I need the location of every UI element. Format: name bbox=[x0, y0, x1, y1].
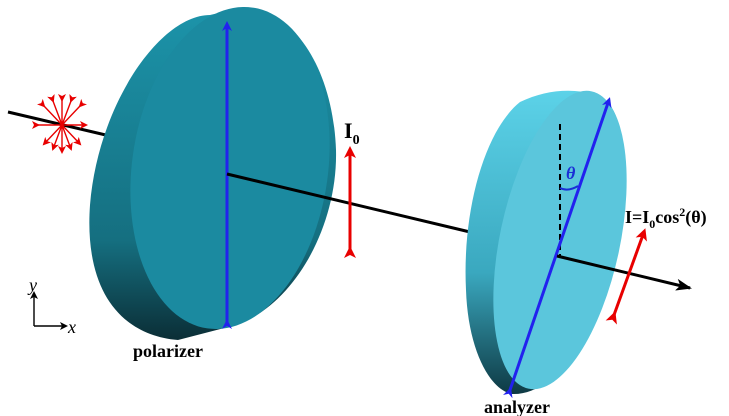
malus-law-formula: I=I0cos2(θ) bbox=[625, 205, 707, 231]
coordinate-axes bbox=[30, 291, 68, 330]
polarizer-disc bbox=[89, 6, 337, 340]
formula-argument: (θ) bbox=[685, 207, 706, 228]
transmitted-light-arrow bbox=[605, 228, 647, 325]
formula-superscript: 2 bbox=[679, 205, 685, 219]
analyzer-disc bbox=[465, 90, 627, 395]
intensity-incident-label: I0 bbox=[344, 118, 360, 148]
intensity-incident-symbol: I bbox=[344, 118, 353, 143]
x-axis-label: x bbox=[67, 317, 76, 337]
formula-subscript: 0 bbox=[649, 217, 655, 231]
formula-prefix: I=I bbox=[625, 207, 649, 227]
formula-cos: cos bbox=[655, 207, 679, 227]
analyzer-transmission-axis bbox=[503, 97, 612, 399]
intensity-incident-subscript: 0 bbox=[353, 133, 360, 148]
y-axis-label: y bbox=[27, 275, 37, 295]
analyzer-label: analyzer bbox=[484, 397, 550, 416]
unpolarized-light-icon bbox=[32, 93, 88, 154]
polarizer-label: polarizer bbox=[133, 341, 203, 361]
theta-label: θ bbox=[566, 163, 576, 183]
